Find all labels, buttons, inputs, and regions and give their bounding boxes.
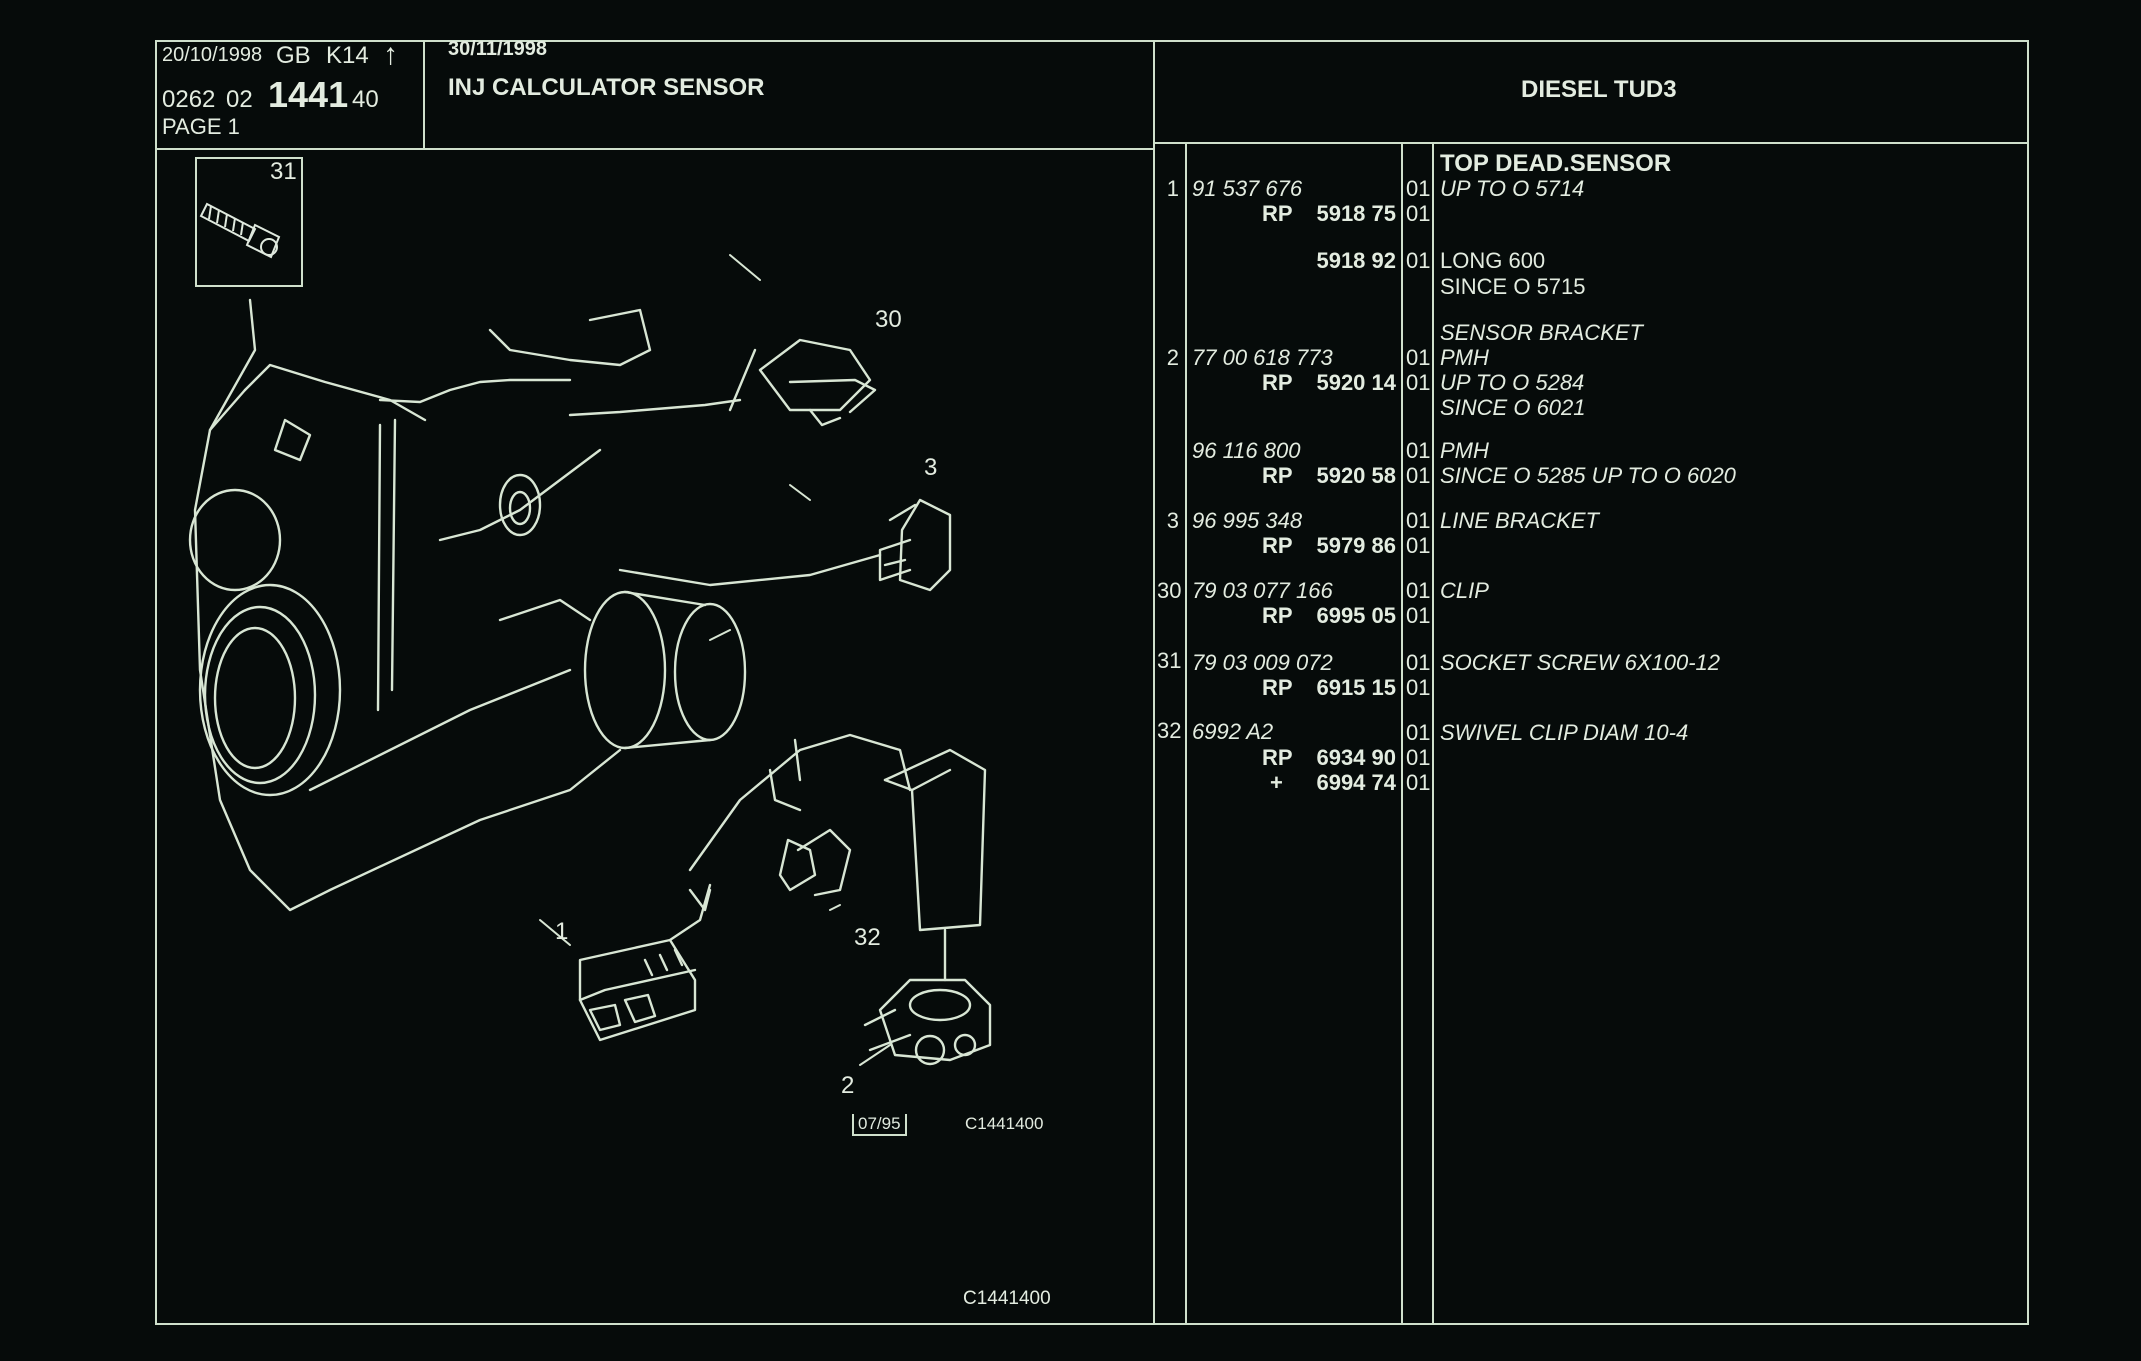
header-divider-left — [155, 148, 1155, 150]
frame-bottom — [155, 1323, 2029, 1325]
description: UP TO O 5284 — [1440, 370, 1585, 395]
col-sep-2 — [1401, 142, 1403, 1323]
part-prefix: RP — [1262, 745, 1293, 770]
quantity: 01 — [1406, 463, 1431, 488]
callout-2: 2 — [841, 1072, 855, 1099]
header-col-sep — [423, 40, 425, 148]
part-number: 6915 15 — [1316, 675, 1396, 700]
part-prefix: RP — [1262, 463, 1293, 488]
quantity: 01 — [1406, 370, 1431, 395]
description: PMH — [1440, 438, 1489, 463]
quantity: 01 — [1406, 770, 1431, 795]
part-number: 79 03 009 072 — [1192, 650, 1333, 675]
part-prefix: RP — [1262, 201, 1293, 226]
description: SENSOR BRACKET — [1440, 320, 1643, 345]
up-arrow-icon: ↑ — [383, 38, 398, 71]
quantity: 01 — [1406, 248, 1431, 273]
part-number: 5918 75 — [1316, 201, 1396, 226]
callout-3: 3 — [924, 454, 938, 481]
description: SINCE O 6021 — [1440, 395, 1586, 420]
quantity: 01 — [1406, 720, 1431, 745]
part-number: 6934 90 — [1316, 745, 1396, 770]
quantity: 01 — [1406, 438, 1431, 463]
quantity: 01 — [1406, 533, 1431, 558]
callout-32: 32 — [854, 924, 881, 951]
header-page: PAGE 1 — [162, 114, 240, 139]
description: CLIP — [1440, 578, 1489, 603]
frame-top — [155, 40, 2029, 42]
header-num-b: 40 — [352, 86, 379, 113]
engine-title: DIESEL TUD3 — [1521, 76, 1677, 103]
drawing-panel-sep — [1153, 40, 1155, 1325]
header-lang: GB — [276, 42, 311, 69]
quantity: 01 — [1406, 201, 1431, 226]
part-prefix: RP — [1262, 533, 1293, 558]
screw-thumbnail — [195, 157, 303, 287]
col-sep-3 — [1432, 142, 1434, 1323]
description: SWIVEL CLIP DIAM 10-4 — [1440, 720, 1689, 745]
part-number: 5920 58 — [1316, 463, 1396, 488]
part-number: 77 00 618 773 — [1192, 345, 1333, 370]
header-date-mid: 30/11/1998 — [448, 38, 547, 60]
socket-screw-icon — [199, 202, 281, 259]
header-num-prefix: 0262 — [162, 86, 216, 113]
page-title: INJ CALCULATOR SENSOR — [448, 74, 765, 101]
drawing-ref-date: 07/95 — [852, 1114, 907, 1136]
group-title: TOP DEAD.SENSOR — [1440, 150, 1672, 177]
callout-1: 1 — [555, 918, 569, 945]
part-number: 5920 14 — [1316, 370, 1396, 395]
quantity: 01 — [1406, 603, 1431, 628]
part-prefix: RP — [1262, 603, 1293, 628]
header-num-a: 02 — [226, 86, 253, 113]
quantity: 01 — [1406, 345, 1431, 370]
description: UP TO O 5714 — [1440, 176, 1585, 201]
description: LINE BRACKET — [1440, 508, 1599, 533]
col-sep-1 — [1185, 142, 1187, 1323]
quantity: 01 — [1406, 745, 1431, 770]
frame-left — [155, 40, 157, 1325]
part-number: 96 116 800 — [1192, 438, 1301, 463]
item-number: 31 — [1157, 648, 1182, 673]
drawing-ref-code: C1441400 — [965, 1114, 1044, 1133]
header-code: K14 — [326, 42, 369, 69]
part-number: 5979 86 — [1316, 533, 1396, 558]
callout-30: 30 — [875, 306, 902, 333]
description: SOCKET SCREW 6X100-12 — [1440, 650, 1720, 675]
quantity: 01 — [1406, 176, 1431, 201]
engine-diagram — [188, 254, 992, 1066]
part-prefix: RP — [1262, 370, 1293, 395]
part-number: 6992 A2 — [1192, 719, 1274, 744]
header-num-main: 1441 — [268, 74, 349, 115]
part-prefix: RP — [1262, 675, 1293, 700]
drawing-bottom-code: C1441400 — [963, 1288, 1051, 1309]
quantity: 01 — [1406, 508, 1431, 533]
description: LONG 600 — [1440, 248, 1546, 273]
header-divider-right — [1155, 142, 2029, 144]
frame-right — [2027, 40, 2029, 1325]
quantity: 01 — [1406, 650, 1431, 675]
header-date-left: 20/10/1998 — [162, 44, 263, 66]
item-number: 2 — [1166, 345, 1179, 370]
item-number: 3 — [1166, 508, 1179, 533]
part-number: 96 995 348 — [1192, 508, 1303, 533]
item-number: 32 — [1157, 718, 1182, 743]
part-number: 91 537 676 — [1192, 176, 1303, 201]
description: PMH — [1440, 345, 1489, 370]
part-number: 79 03 077 166 — [1192, 578, 1333, 603]
quantity: 01 — [1406, 578, 1431, 603]
part-number: 6995 05 — [1316, 603, 1396, 628]
description: SINCE O 5715 — [1440, 274, 1586, 299]
item-number: 1 — [1166, 176, 1179, 201]
part-number: 6994 74 — [1316, 770, 1396, 795]
description: SINCE O 5285 UP TO O 6020 — [1440, 463, 1736, 488]
part-number: 5918 92 — [1316, 248, 1396, 273]
quantity: 01 — [1406, 675, 1431, 700]
callout-31: 31 — [270, 158, 297, 185]
part-prefix: + — [1270, 770, 1283, 795]
item-number: 30 — [1157, 578, 1182, 603]
